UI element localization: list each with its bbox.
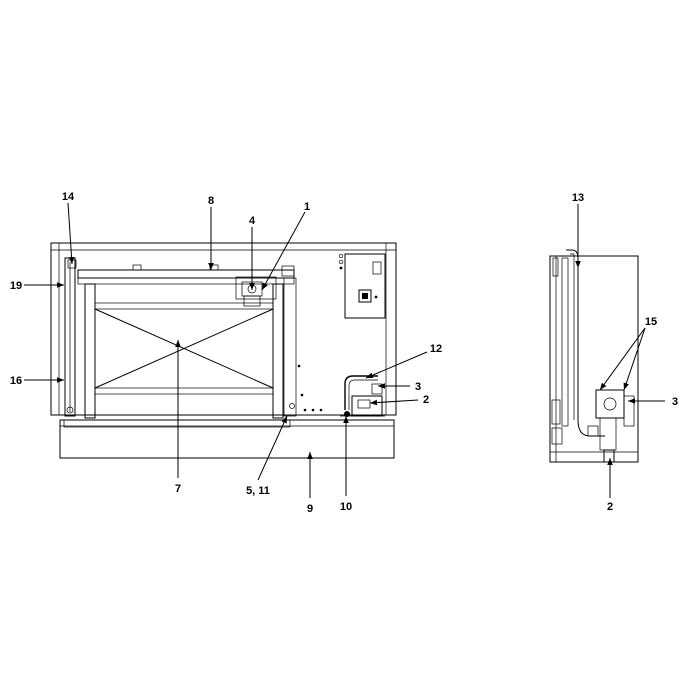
callout-12: 12 <box>430 343 442 355</box>
callout-4: 4 <box>249 215 256 227</box>
callout-7: 7 <box>175 483 181 495</box>
callout-3-side: 3 <box>672 396 678 408</box>
callout-10: 10 <box>340 501 352 513</box>
callout-9: 9 <box>307 503 313 515</box>
side-view <box>549 249 639 463</box>
callout-14: 14 <box>62 191 75 203</box>
callout-8: 8 <box>208 195 214 207</box>
callout-1: 1 <box>304 201 310 213</box>
callout-16: 16 <box>10 375 22 387</box>
callout-3-front: 3 <box>415 381 421 393</box>
leader-lines <box>24 202 665 498</box>
callout-13: 13 <box>572 192 584 204</box>
callout-2-side: 2 <box>607 501 613 513</box>
callout-5-11: 5, 11 <box>246 485 270 497</box>
callout-19: 19 <box>10 280 22 292</box>
callout-2-front: 2 <box>423 394 429 406</box>
callout-15: 15 <box>645 316 657 328</box>
callout-labels: 14 8 4 1 19 16 7 12 3 2 5, 11 10 9 13 15… <box>10 191 678 515</box>
front-view <box>50 242 397 459</box>
